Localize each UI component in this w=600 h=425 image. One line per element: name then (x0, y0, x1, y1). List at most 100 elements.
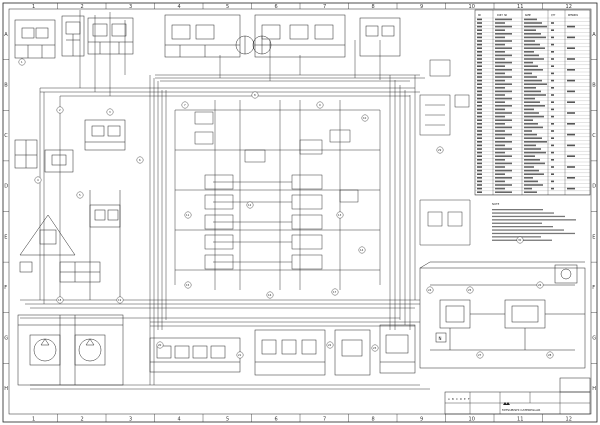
bom-mark-name (524, 133, 537, 136)
bom-mark-name (524, 180, 538, 183)
zone-row-label: G (592, 336, 596, 342)
zone-row-label: A (4, 32, 8, 38)
right-center-detail (419, 59, 471, 246)
bom-mark-name (524, 90, 541, 93)
callout-bubble (116, 296, 124, 304)
zone-row-label: G (4, 336, 8, 342)
bom-mark-no (477, 155, 482, 157)
zone-column-label: 1 (32, 4, 35, 10)
bom-mark-name (524, 115, 544, 118)
bom-mark-no (477, 108, 482, 111)
bom-mark-part (495, 54, 512, 57)
callout-bubble-label: 23 (373, 346, 377, 350)
bom-mark-remark (567, 58, 575, 60)
bom-mark-no (477, 51, 482, 53)
bom-mark-part (495, 79, 505, 82)
callout-bubble (336, 211, 344, 219)
bom-mark-part (495, 25, 512, 28)
bom-mark-no (477, 191, 482, 193)
revision-letter: A (448, 397, 450, 401)
bom-mark-name (524, 130, 532, 132)
bom-mark-remark (567, 133, 575, 136)
bom-mark-name (524, 54, 539, 57)
zone-column-label: 8 (372, 417, 375, 423)
callout-bubble (546, 351, 554, 359)
zone-row-label: D (592, 184, 596, 190)
callout-bubble (56, 296, 64, 304)
zone-column-label: 7 (323, 4, 326, 10)
zone-column-label: 5 (226, 4, 229, 10)
callout-bubble (476, 351, 484, 359)
bom-mark-name (524, 187, 532, 190)
bom-mark-no (477, 58, 482, 60)
bom-mark-qty (551, 87, 554, 89)
bom-mark-no (477, 65, 482, 67)
zone-column-label: 12 (566, 4, 572, 10)
bom-mark-name (524, 162, 545, 165)
bom-mark-qty (551, 151, 554, 154)
callout-bubble-label: 24 (428, 288, 432, 292)
bom-mark-part (495, 151, 505, 154)
bom-mark-qty (551, 108, 554, 111)
bom-mark-no (477, 94, 482, 96)
note-line (492, 226, 553, 228)
bom-mark-no (477, 166, 482, 168)
bom-mark-name (524, 184, 543, 186)
callout-bubble-label: 27 (478, 353, 482, 357)
bom-header-no: NO (478, 14, 481, 17)
bom-mark-name (524, 36, 546, 39)
bom-mark-no (477, 79, 482, 82)
callout-bubble-label: 29 (438, 148, 442, 152)
bom-mark-no (477, 148, 482, 150)
callout-bubble (266, 291, 274, 299)
revision-letter: D (460, 397, 462, 401)
bom-mark-part (495, 94, 505, 96)
bom-mark-qty (551, 173, 554, 175)
bom-mark-name (524, 137, 542, 139)
zone-column-label: 10 (469, 4, 475, 10)
bom-mark-no (477, 137, 482, 139)
bom-mark-qty (551, 187, 554, 190)
bom-mark-part (495, 115, 505, 118)
callout-bubble (436, 146, 444, 154)
bom-mark-part (495, 159, 505, 161)
sub-schematic-detail-box: N (435, 332, 447, 343)
bom-mark-qty (551, 137, 554, 139)
center-spool-stacks (194, 111, 359, 270)
bom-mark-remark (567, 166, 575, 168)
bom-mark-part (495, 65, 505, 67)
bom-mark-qty (551, 36, 554, 39)
bom-mark-no (477, 29, 482, 31)
left-side-components (14, 119, 126, 300)
bom-mark-name (524, 119, 533, 121)
sub-schematic-box (419, 261, 586, 369)
callout-bubble-label: 17 (333, 290, 337, 294)
zone-column-label: 5 (226, 417, 229, 423)
bom-mark-name (524, 101, 540, 103)
bom-mark-name (524, 169, 539, 172)
bom-mark-part (495, 22, 505, 24)
bom-mark-qty (551, 43, 554, 46)
bom-mark-part (495, 51, 505, 53)
bom-mark-no (477, 177, 482, 179)
bom-mark-no (477, 115, 482, 118)
bom-mark-remark (567, 79, 575, 82)
bom-mark-remark (567, 123, 575, 125)
bom-mark-part (495, 137, 505, 139)
callout-bubble-label: 6 (139, 158, 141, 162)
note-line (492, 215, 565, 218)
zone-row-label: F (592, 285, 595, 291)
bom-mark-qty (551, 29, 554, 31)
bom-mark-no (477, 97, 482, 100)
pump-symbol-2 (78, 338, 102, 362)
bom-mark-no (477, 173, 482, 175)
bom-mark-no (477, 112, 482, 114)
bom-mark-no (477, 162, 482, 165)
callout-bubble (516, 236, 524, 244)
bom-mark-remark (567, 25, 575, 28)
note-line (492, 219, 576, 221)
callout-bubble (326, 341, 334, 349)
bom-mark-name (524, 123, 538, 125)
